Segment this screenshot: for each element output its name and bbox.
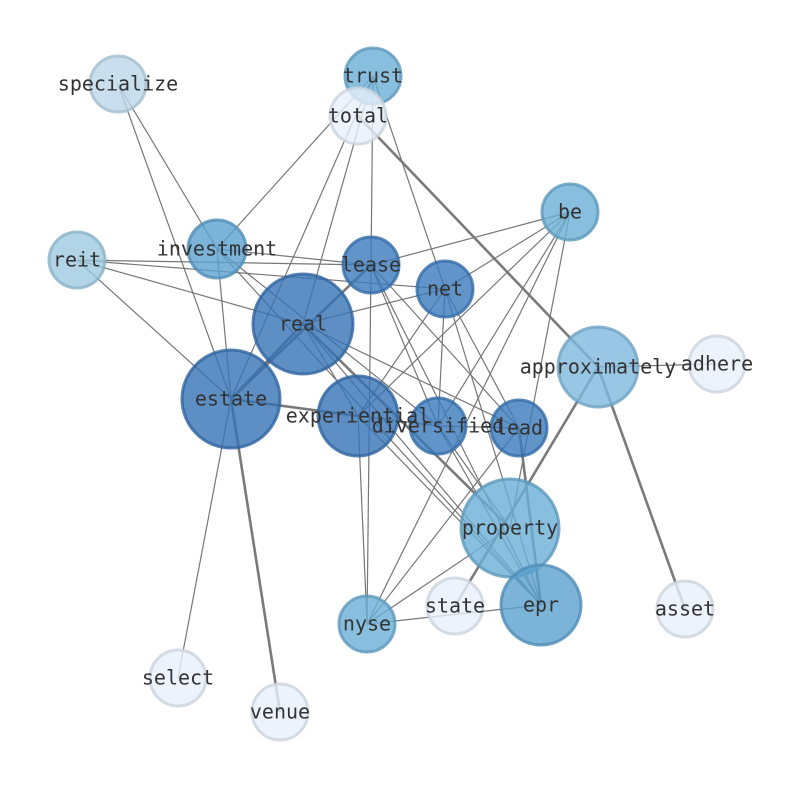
node-label-total: total (328, 104, 388, 128)
edge-be-diversified (437, 211, 571, 427)
node-asset[interactable] (655, 579, 715, 639)
node-label-net: net (427, 277, 463, 301)
node-approximately[interactable] (556, 325, 640, 409)
edge-be-lease (370, 211, 571, 266)
node-reit[interactable] (47, 230, 107, 290)
node-label-approximately: approximately (520, 355, 677, 379)
node-total[interactable] (328, 86, 388, 146)
node-nyse[interactable] (337, 594, 397, 654)
node-label-estate: estate (195, 387, 267, 411)
edge-be-experiential (357, 211, 571, 417)
node-label-real: real (279, 312, 327, 336)
node-real[interactable] (251, 272, 355, 376)
node-label-state: state (425, 594, 485, 618)
node-label-adhere: adhere (681, 352, 753, 376)
node-estate[interactable] (180, 348, 282, 450)
node-venue[interactable] (250, 682, 310, 742)
node-label-epr: epr (523, 593, 559, 617)
node-select[interactable] (148, 648, 208, 708)
labels-layer: specialize trust total be reit investment leas… (53, 64, 753, 724)
node-label-trust: trust (343, 64, 403, 88)
edge-approximately-asset (596, 366, 687, 610)
edge-specialize-investment (117, 83, 218, 250)
node-label-diversified: diversified (372, 414, 504, 438)
node-label-property: property (462, 516, 558, 540)
node-specialize[interactable] (88, 54, 148, 114)
edge-lease-lead (370, 264, 520, 429)
node-label-select: select (142, 666, 214, 690)
node-label-lead: lead (495, 416, 543, 440)
edge-specialize-estate (117, 83, 232, 400)
node-label-venue: venue (250, 700, 310, 724)
nodes-layer (47, 46, 747, 742)
node-label-asset: asset (655, 597, 715, 621)
edge-lead-nyse (366, 427, 520, 625)
node-lead[interactable] (489, 398, 549, 458)
node-state[interactable] (425, 576, 485, 636)
node-diversified[interactable] (408, 396, 468, 456)
node-label-lease: lease (341, 253, 401, 277)
node-lease[interactable] (341, 235, 401, 295)
edge-be-nyse (366, 211, 571, 625)
node-label-investment: investment (157, 237, 277, 261)
node-experiential[interactable] (316, 374, 400, 458)
node-epr[interactable] (499, 563, 583, 647)
node-adhere[interactable] (687, 334, 747, 394)
edge-total-approximately (357, 115, 599, 368)
node-label-reit: reit (53, 248, 101, 272)
edge-be-property (509, 211, 571, 529)
node-label-nyse: nyse (343, 612, 391, 636)
edge-estate-venue (229, 398, 282, 713)
node-label-experiential: experiential (286, 404, 431, 428)
node-label-specialize: specialize (58, 72, 178, 96)
node-property[interactable] (459, 477, 561, 579)
node-investment[interactable] (186, 218, 248, 280)
node-net[interactable] (415, 259, 475, 319)
node-be[interactable] (540, 182, 600, 242)
node-label-be: be (558, 200, 582, 224)
